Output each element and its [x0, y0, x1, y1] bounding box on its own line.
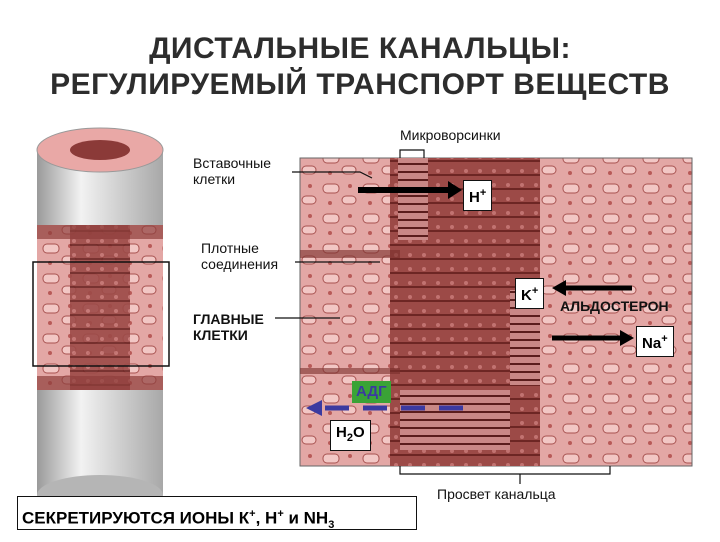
ion-na-text: Na	[642, 335, 662, 352]
k-arrow	[552, 280, 632, 296]
intercalated-leader	[292, 171, 373, 179]
caption-k-plus: +	[249, 508, 256, 520]
tubule-cylinder	[32, 127, 170, 515]
title-line-1: ДИСТАЛЬНЫЕ КАНАЛЬЦЫ:	[149, 32, 571, 65]
ion-h-charge: +	[479, 187, 487, 199]
microvilli-bracket	[399, 149, 425, 158]
label-tight-junctions-2: соединения	[201, 256, 279, 272]
secreted-ions-caption: СЕКРЕТИРУЮТСЯ ИОНЫ К+, Н+ и NH3	[17, 496, 417, 532]
ion-k-text: K	[521, 287, 532, 304]
caption-h: , Н	[255, 508, 278, 528]
zoom-region-box	[32, 261, 170, 367]
ion-k-charge: +	[531, 285, 539, 297]
label-intercalated-cells-1: Вставочные	[193, 155, 272, 171]
h-arrow	[358, 181, 462, 199]
ion-na-charge: +	[661, 333, 668, 345]
water-box: H2O	[330, 420, 371, 451]
caption-nh-sub: 3	[328, 519, 335, 532]
adh-arrow	[306, 400, 470, 416]
label-tight-junctions-1: Плотные	[201, 240, 259, 256]
microvilli-upper	[398, 158, 428, 240]
na-arrow	[552, 330, 634, 346]
ion-h-box: H+	[463, 180, 493, 211]
ion-na-box: Na+	[636, 326, 674, 357]
microvilli-lower	[400, 390, 510, 450]
label-aldosterone: АЛЬДОСТЕРОН	[560, 298, 669, 314]
title-line-2: РЕГУЛИРУЕМЫЙ ТРАНСПОРТ ВЕЩЕСТВ	[50, 68, 670, 101]
label-microvilli: Микроворсинки	[400, 127, 501, 143]
lumen-bracket	[399, 466, 611, 475]
tubule-lumen-top	[70, 140, 130, 160]
caption-text: СЕКРЕТИРУЮТСЯ ИОНЫ К	[22, 508, 250, 528]
label-lumen: Просвет канальца	[437, 486, 556, 502]
label-principal-cells-1: ГЛАВНЫЕ	[193, 311, 264, 327]
tissue-section	[299, 157, 693, 467]
tubule-cutaway-core	[70, 225, 130, 390]
water-o: O	[352, 424, 365, 441]
label-principal-cells-2: КЛЕТКИ	[193, 327, 248, 343]
ion-k-box: K+	[515, 278, 545, 309]
water-h: H	[336, 424, 347, 441]
ion-h-text: H	[469, 189, 480, 206]
caption-h-plus: +	[277, 508, 284, 520]
water-sub: 2	[346, 432, 353, 444]
label-intercalated-cells-2: клетки	[193, 171, 236, 187]
adh-label: АДГ	[352, 381, 391, 403]
caption-nh: и NH	[283, 508, 329, 528]
